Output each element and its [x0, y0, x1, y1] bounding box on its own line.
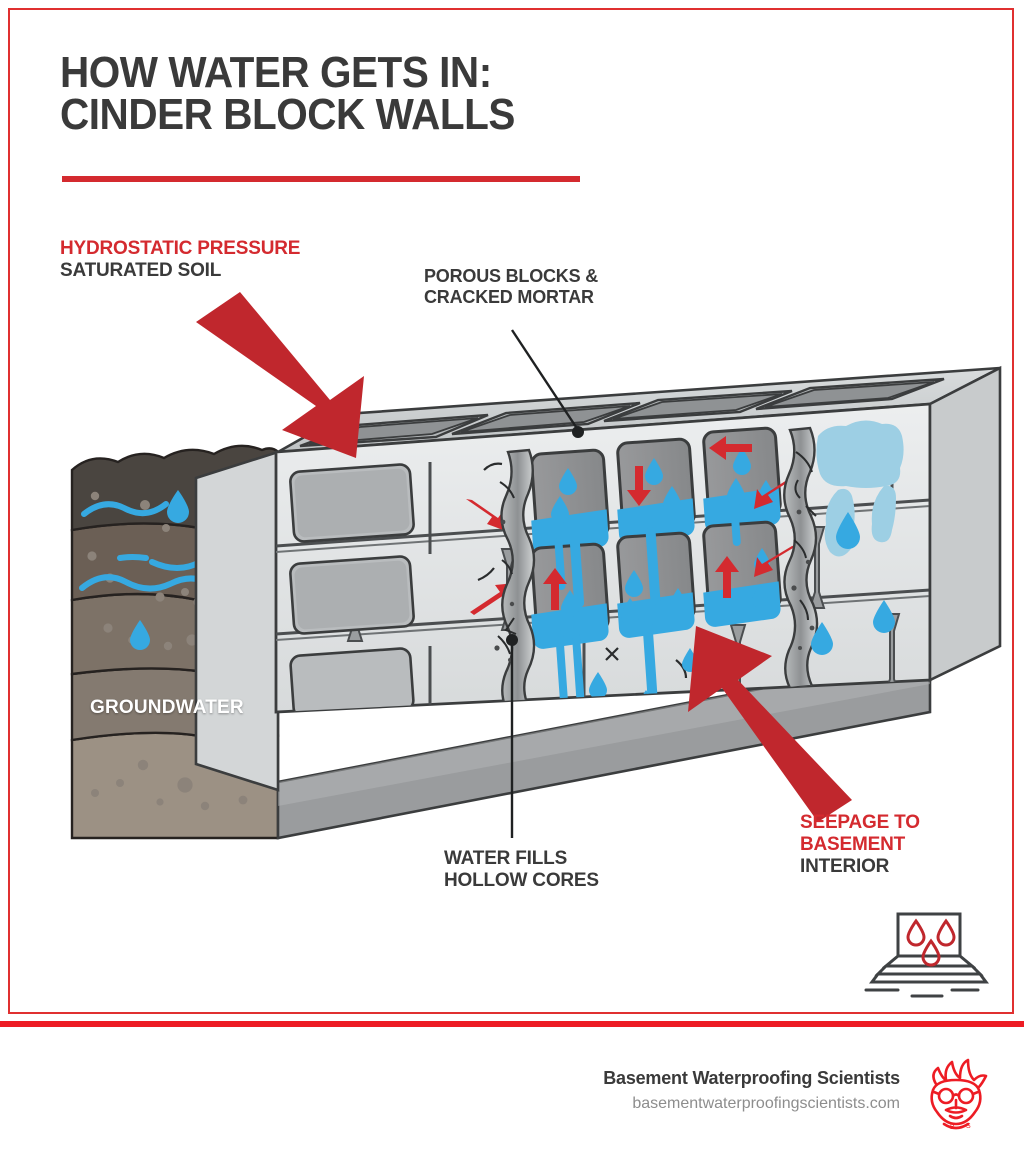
groundwater-label: GROUNDWATER: [90, 697, 244, 718]
callout-porous-line-1: POROUS BLOCKS &: [424, 266, 599, 286]
hollow-core-cell: [530, 448, 610, 555]
callout-seepage-red-2: BASEMENT: [800, 834, 906, 856]
callout-porous-blocks: POROUS BLOCKS & CRACKED MORTAR: [424, 266, 598, 308]
interior-drip-drops: [811, 512, 895, 655]
callout-seepage-red-1: SEEPAGE TO: [800, 812, 920, 833]
hollow-core-cell: [702, 520, 782, 627]
callout-cores-line-1: WATER FILLS: [444, 848, 568, 869]
title-line-2: CINDER BLOCK WALLS: [60, 90, 515, 140]
footer-website-url: basementwaterproofingscientists.com: [632, 1095, 900, 1112]
footer-company-name: Basement Waterproofing Scientists: [603, 1068, 900, 1088]
page-title: HOW WATER GETS IN: CINDER BLOCK WALLS: [60, 48, 667, 140]
callout-hydrostatic-dark: SATURATED SOIL: [60, 260, 222, 282]
soil-water-drops: [130, 490, 189, 650]
interior-water-stain: [816, 420, 904, 557]
intact-block-panel-shade: [294, 468, 410, 630]
hydrostatic-pressure-arrow: [196, 292, 364, 458]
svg-text:B: B: [950, 1124, 955, 1130]
wall-left-end-face: [194, 450, 280, 792]
cinder-block-wall-diagram: [70, 292, 1002, 998]
footer-red-divider: [0, 1021, 1024, 1027]
mortar-debris: [791, 509, 815, 650]
callout-hydrostatic-red: HYDROSTATIC PRESSURE: [60, 238, 301, 259]
title-underline: [62, 176, 580, 182]
callout-hollow-cores: WATER FILLS HOLLOW CORES: [444, 848, 599, 892]
callout-cores-line-2: HOLLOW CORES: [444, 870, 599, 892]
flow-direction-arrows: [466, 436, 798, 615]
hollow-core-cell: [530, 542, 610, 649]
callout-seepage-dark: INTERIOR: [800, 856, 890, 878]
title-line-1: HOW WATER GETS IN:: [60, 48, 492, 97]
seepage-arrow: [688, 626, 852, 822]
svg-text:S: S: [966, 1123, 971, 1130]
hairline-cracks: [477, 462, 688, 679]
callout-leader-dots: [506, 426, 584, 646]
scientist-face-logo: B S: [930, 1058, 988, 1130]
callout-porous-line-2: CRACKED MORTAR: [424, 286, 594, 307]
basement-stairs-leak-icon: [864, 912, 989, 998]
callout-seepage: SEEPAGE TO BASEMENT INTERIOR: [800, 812, 920, 878]
hollow-core-cell: [702, 426, 782, 533]
wall-right-end-face: [928, 365, 1002, 683]
callout-hydrostatic: HYDROSTATIC PRESSURE SATURATED SOIL: [60, 238, 300, 282]
callout-leader-lines: [510, 329, 580, 838]
